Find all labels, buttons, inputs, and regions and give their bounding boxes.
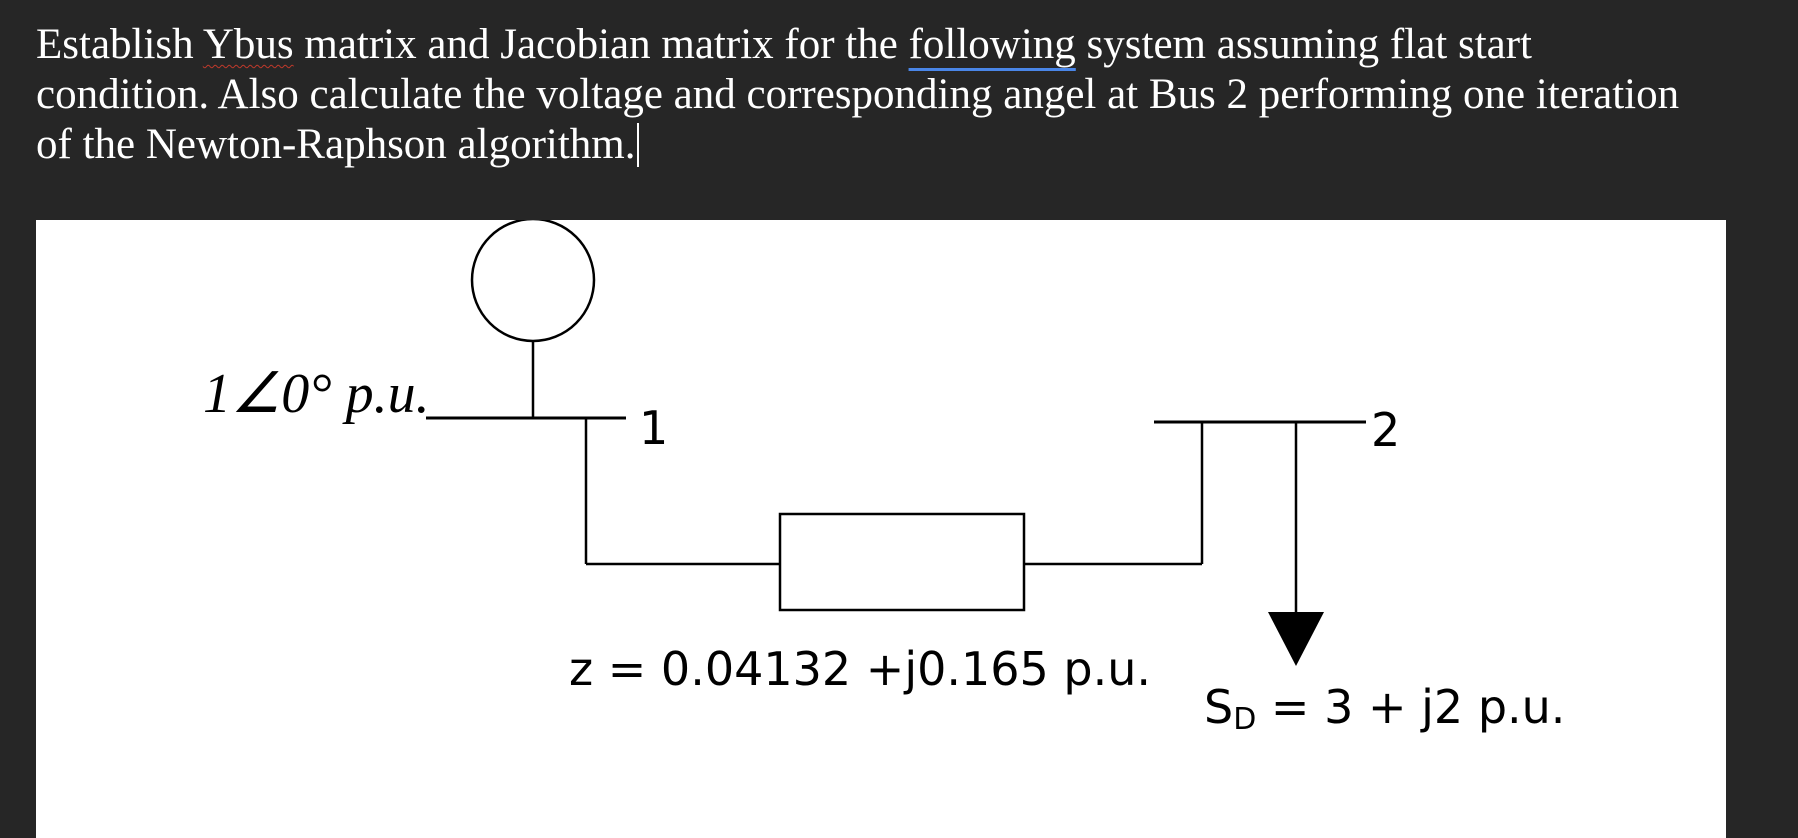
question-line-2: condition. Also calculate the voltage an… xyxy=(36,71,1680,118)
load-arrow-icon xyxy=(1268,612,1324,666)
bus-1-voltage-label: 1∠0° p.u. xyxy=(203,363,430,425)
text-cursor xyxy=(636,123,639,167)
impedance-box xyxy=(778,512,1026,612)
line1-before: Establish xyxy=(36,21,203,68)
spellcheck-flagged-word[interactable]: Ybus xyxy=(202,21,294,68)
load-label-s: S xyxy=(1204,680,1233,734)
circuit-diagram-image[interactable]: 1∠0° p.u. 1 2 z = 0.04132 +j0.165 p.u. S… xyxy=(36,220,1726,838)
line3-text: of the Newton-Raphson algorithm. xyxy=(36,121,636,168)
line1-middle: matrix and Jacobian matrix for the xyxy=(293,21,909,68)
load-label-subscript: D xyxy=(1233,702,1256,737)
load-label: SD = 3 + j2 p.u. xyxy=(1204,680,1565,737)
generator-icon xyxy=(470,220,596,343)
bus-2-number: 2 xyxy=(1371,403,1400,457)
load-label-value: = 3 + j2 p.u. xyxy=(1256,680,1565,734)
impedance-label: z = 0.04132 +j0.165 p.u. xyxy=(569,642,1151,696)
grammar-flagged-word[interactable]: following xyxy=(908,21,1076,68)
one-line-diagram: 1∠0° p.u. 1 2 z = 0.04132 +j0.165 p.u. S… xyxy=(203,220,1565,737)
question-text[interactable]: Establish Ybus matrix and Jacobian matri… xyxy=(36,20,1776,170)
question-line-3: of the Newton-Raphson algorithm. xyxy=(36,120,1776,170)
question-line-1: Establish Ybus matrix and Jacobian matri… xyxy=(36,20,1776,70)
line1-after: system assuming flat start xyxy=(1075,21,1533,68)
bus-1-number: 1 xyxy=(639,401,668,455)
